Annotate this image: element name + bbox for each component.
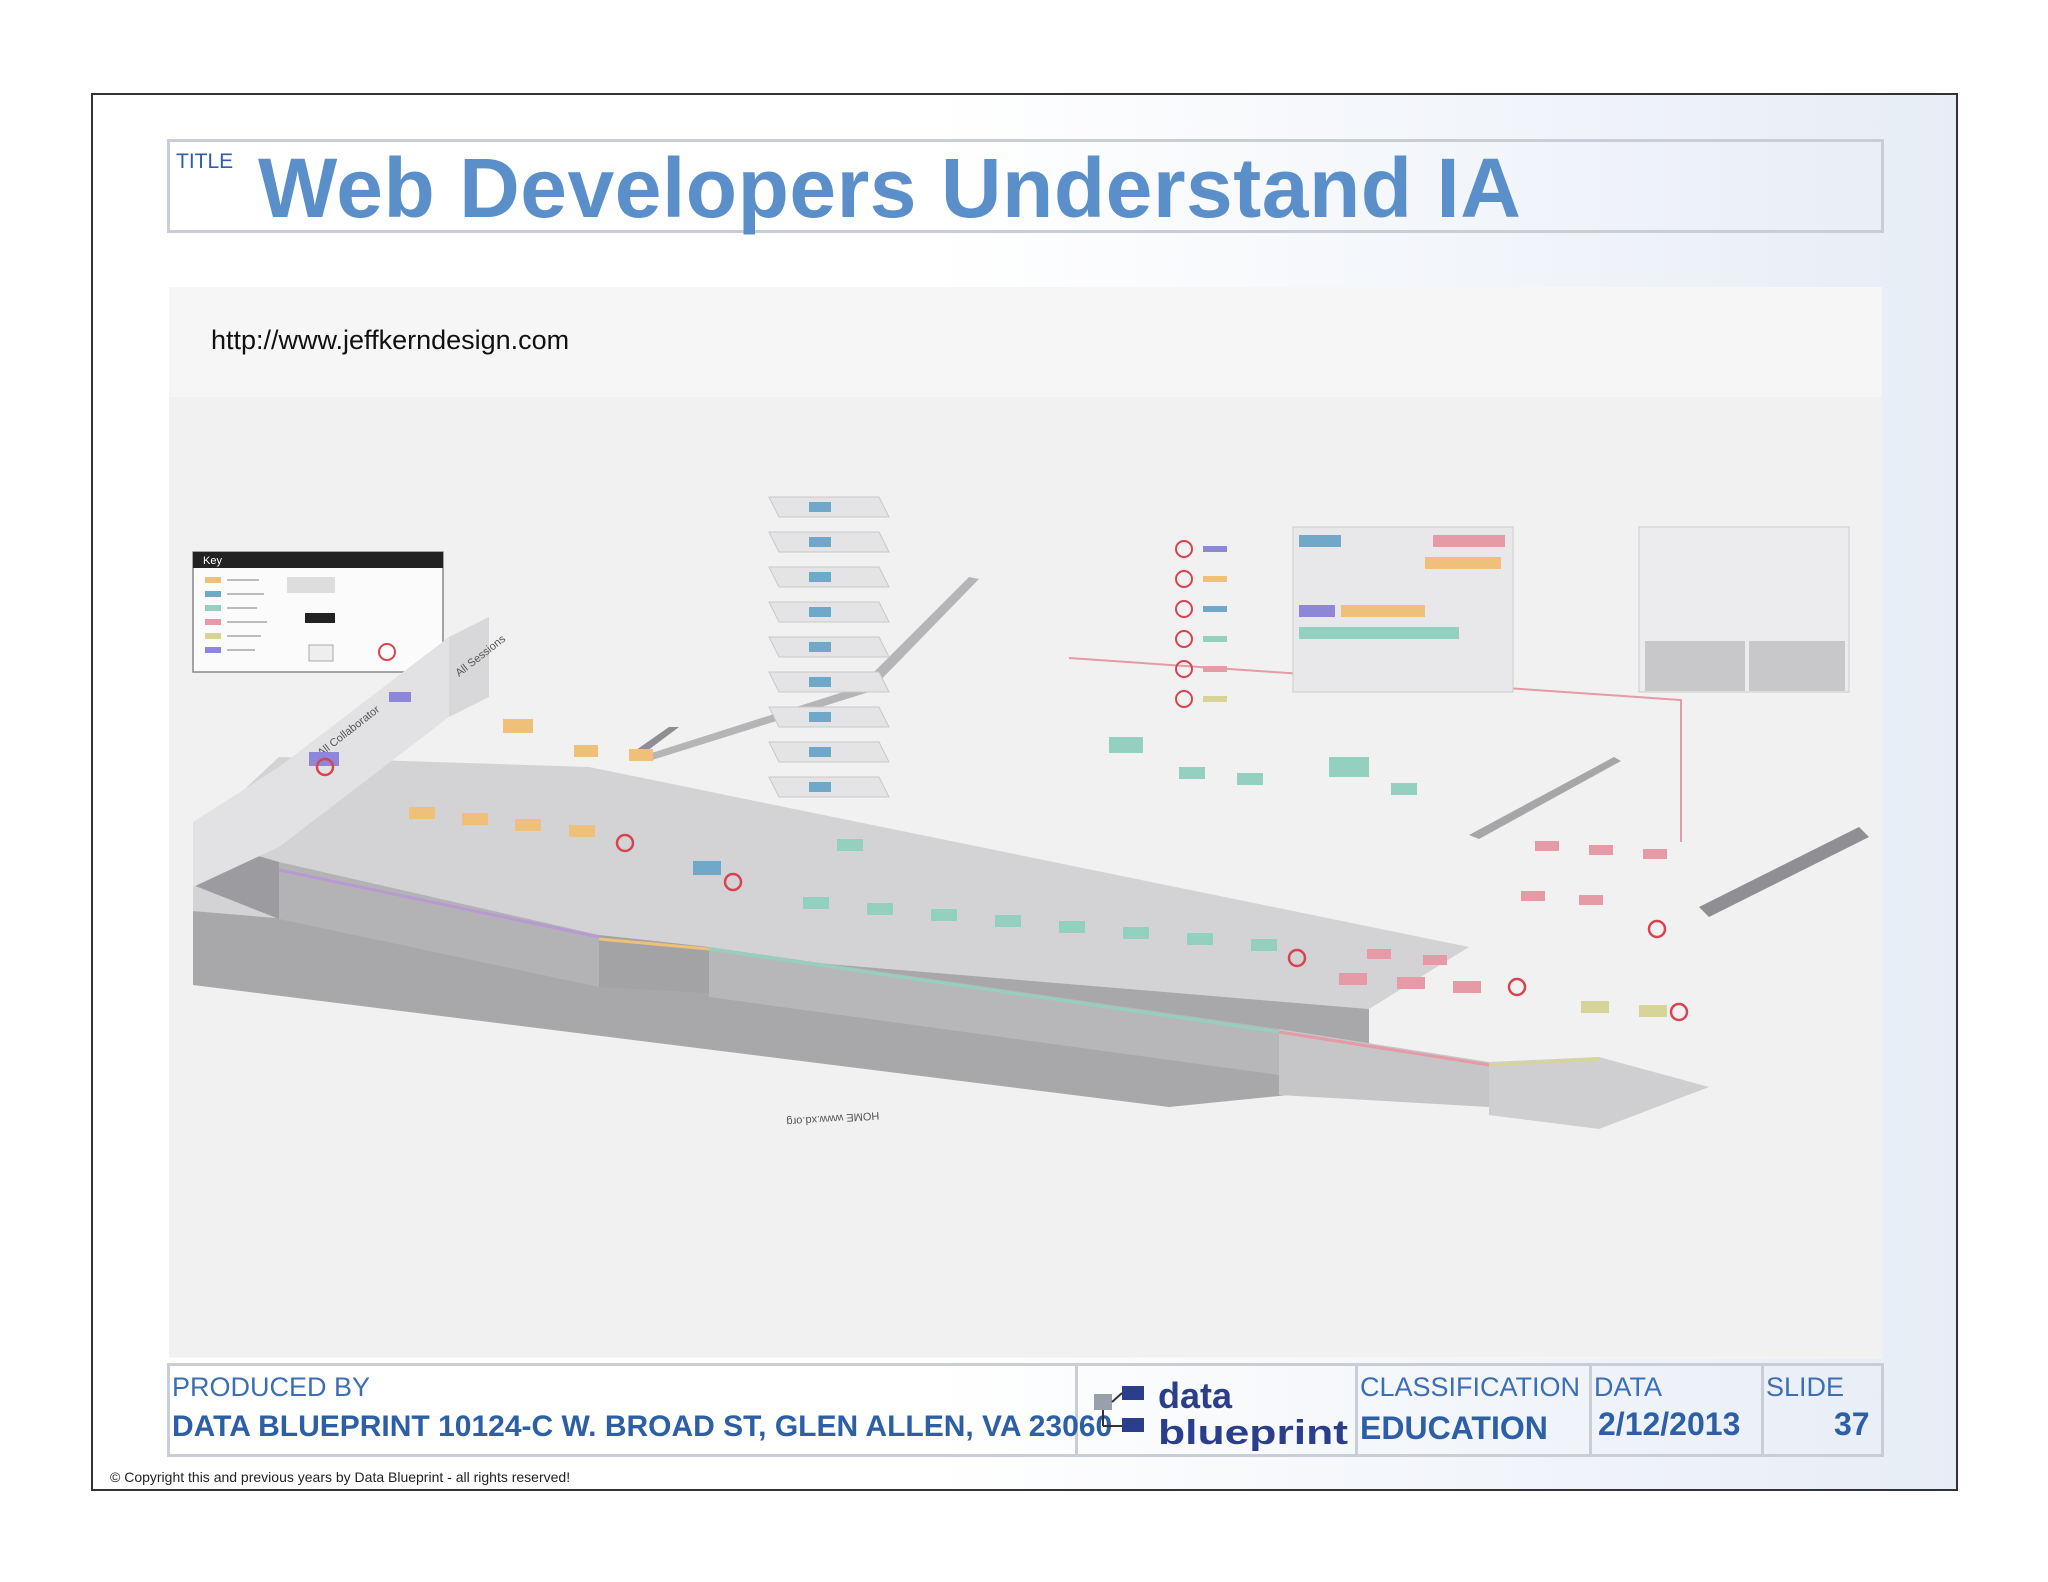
slide-label: SLIDE [1766,1372,1845,1402]
date-cell: DATA 2/12/2013 [1592,1366,1764,1454]
ia-3d-diagram: Key [169,397,1882,1357]
copyright-notice: © Copyright this and previous years by D… [110,1469,571,1485]
produced-by-value: DATA BLUEPRINT 10124-C W. BROAD ST, GLEN… [172,1410,1113,1443]
data-blueprint-logo: data blueprint [1094,1375,1348,1452]
slide-cell: SLIDE 37 [1764,1366,1881,1454]
content-area: http://www.jeffkerndesign.com Key [169,287,1882,1358]
slide: TITLE Web Developers Understand IA http:… [91,93,1958,1491]
produced-by-cell: PRODUCED BY DATA BLUEPRINT 10124-C W. BR… [170,1366,1112,1454]
logo-network-icon [1094,1386,1144,1432]
logo-text-top: data [1158,1375,1233,1416]
key-panel: Key [192,551,444,673]
produced-by-label: PRODUCED BY [172,1372,371,1402]
page-clusters [309,692,1667,1017]
classification-label: CLASSIFICATION [1360,1372,1581,1402]
slide-number: 37 [1834,1406,1870,1442]
key-title: Key [203,555,222,567]
logo-text-bottom: blueprint [1158,1414,1348,1452]
data-label: DATA [1594,1372,1663,1402]
classification-cell: CLASSIFICATION EDUCATION [1358,1366,1592,1454]
slide-title: Web Developers Understand IA [258,141,1522,235]
title-box: TITLE Web Developers Understand IA [167,139,1884,235]
tower-pages [809,502,831,792]
title-tag: TITLE [176,150,234,173]
platform [193,757,1709,1129]
legend-panel [1175,526,1850,708]
logo-cell: data blueprint [1078,1366,1358,1454]
source-url: http://www.jeffkerndesign.com [211,325,570,355]
classification-value: EDUCATION [1360,1410,1548,1446]
data-value: 2/12/2013 [1598,1406,1741,1442]
footer: PRODUCED BY DATA BLUEPRINT 10124-C W. BR… [167,1363,1884,1457]
